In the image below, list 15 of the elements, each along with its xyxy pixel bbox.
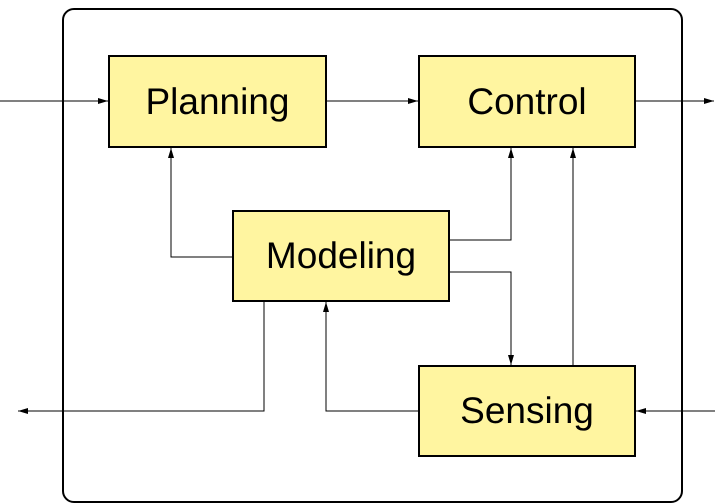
arrow <box>326 98 418 104</box>
system-boundary-box <box>62 8 683 503</box>
process-box: Control <box>418 55 636 148</box>
arrow <box>636 98 714 104</box>
process-box: Modeling <box>232 210 450 302</box>
arrow <box>570 148 576 366</box>
arrow <box>168 148 232 258</box>
arrow <box>450 272 514 366</box>
arrow <box>18 302 264 414</box>
arrow <box>450 148 514 240</box>
arrow <box>636 408 715 414</box>
arrow <box>323 302 418 412</box>
process-box: Planning <box>108 55 327 148</box>
process-box: Sensing <box>418 365 636 457</box>
arrow <box>0 98 108 104</box>
